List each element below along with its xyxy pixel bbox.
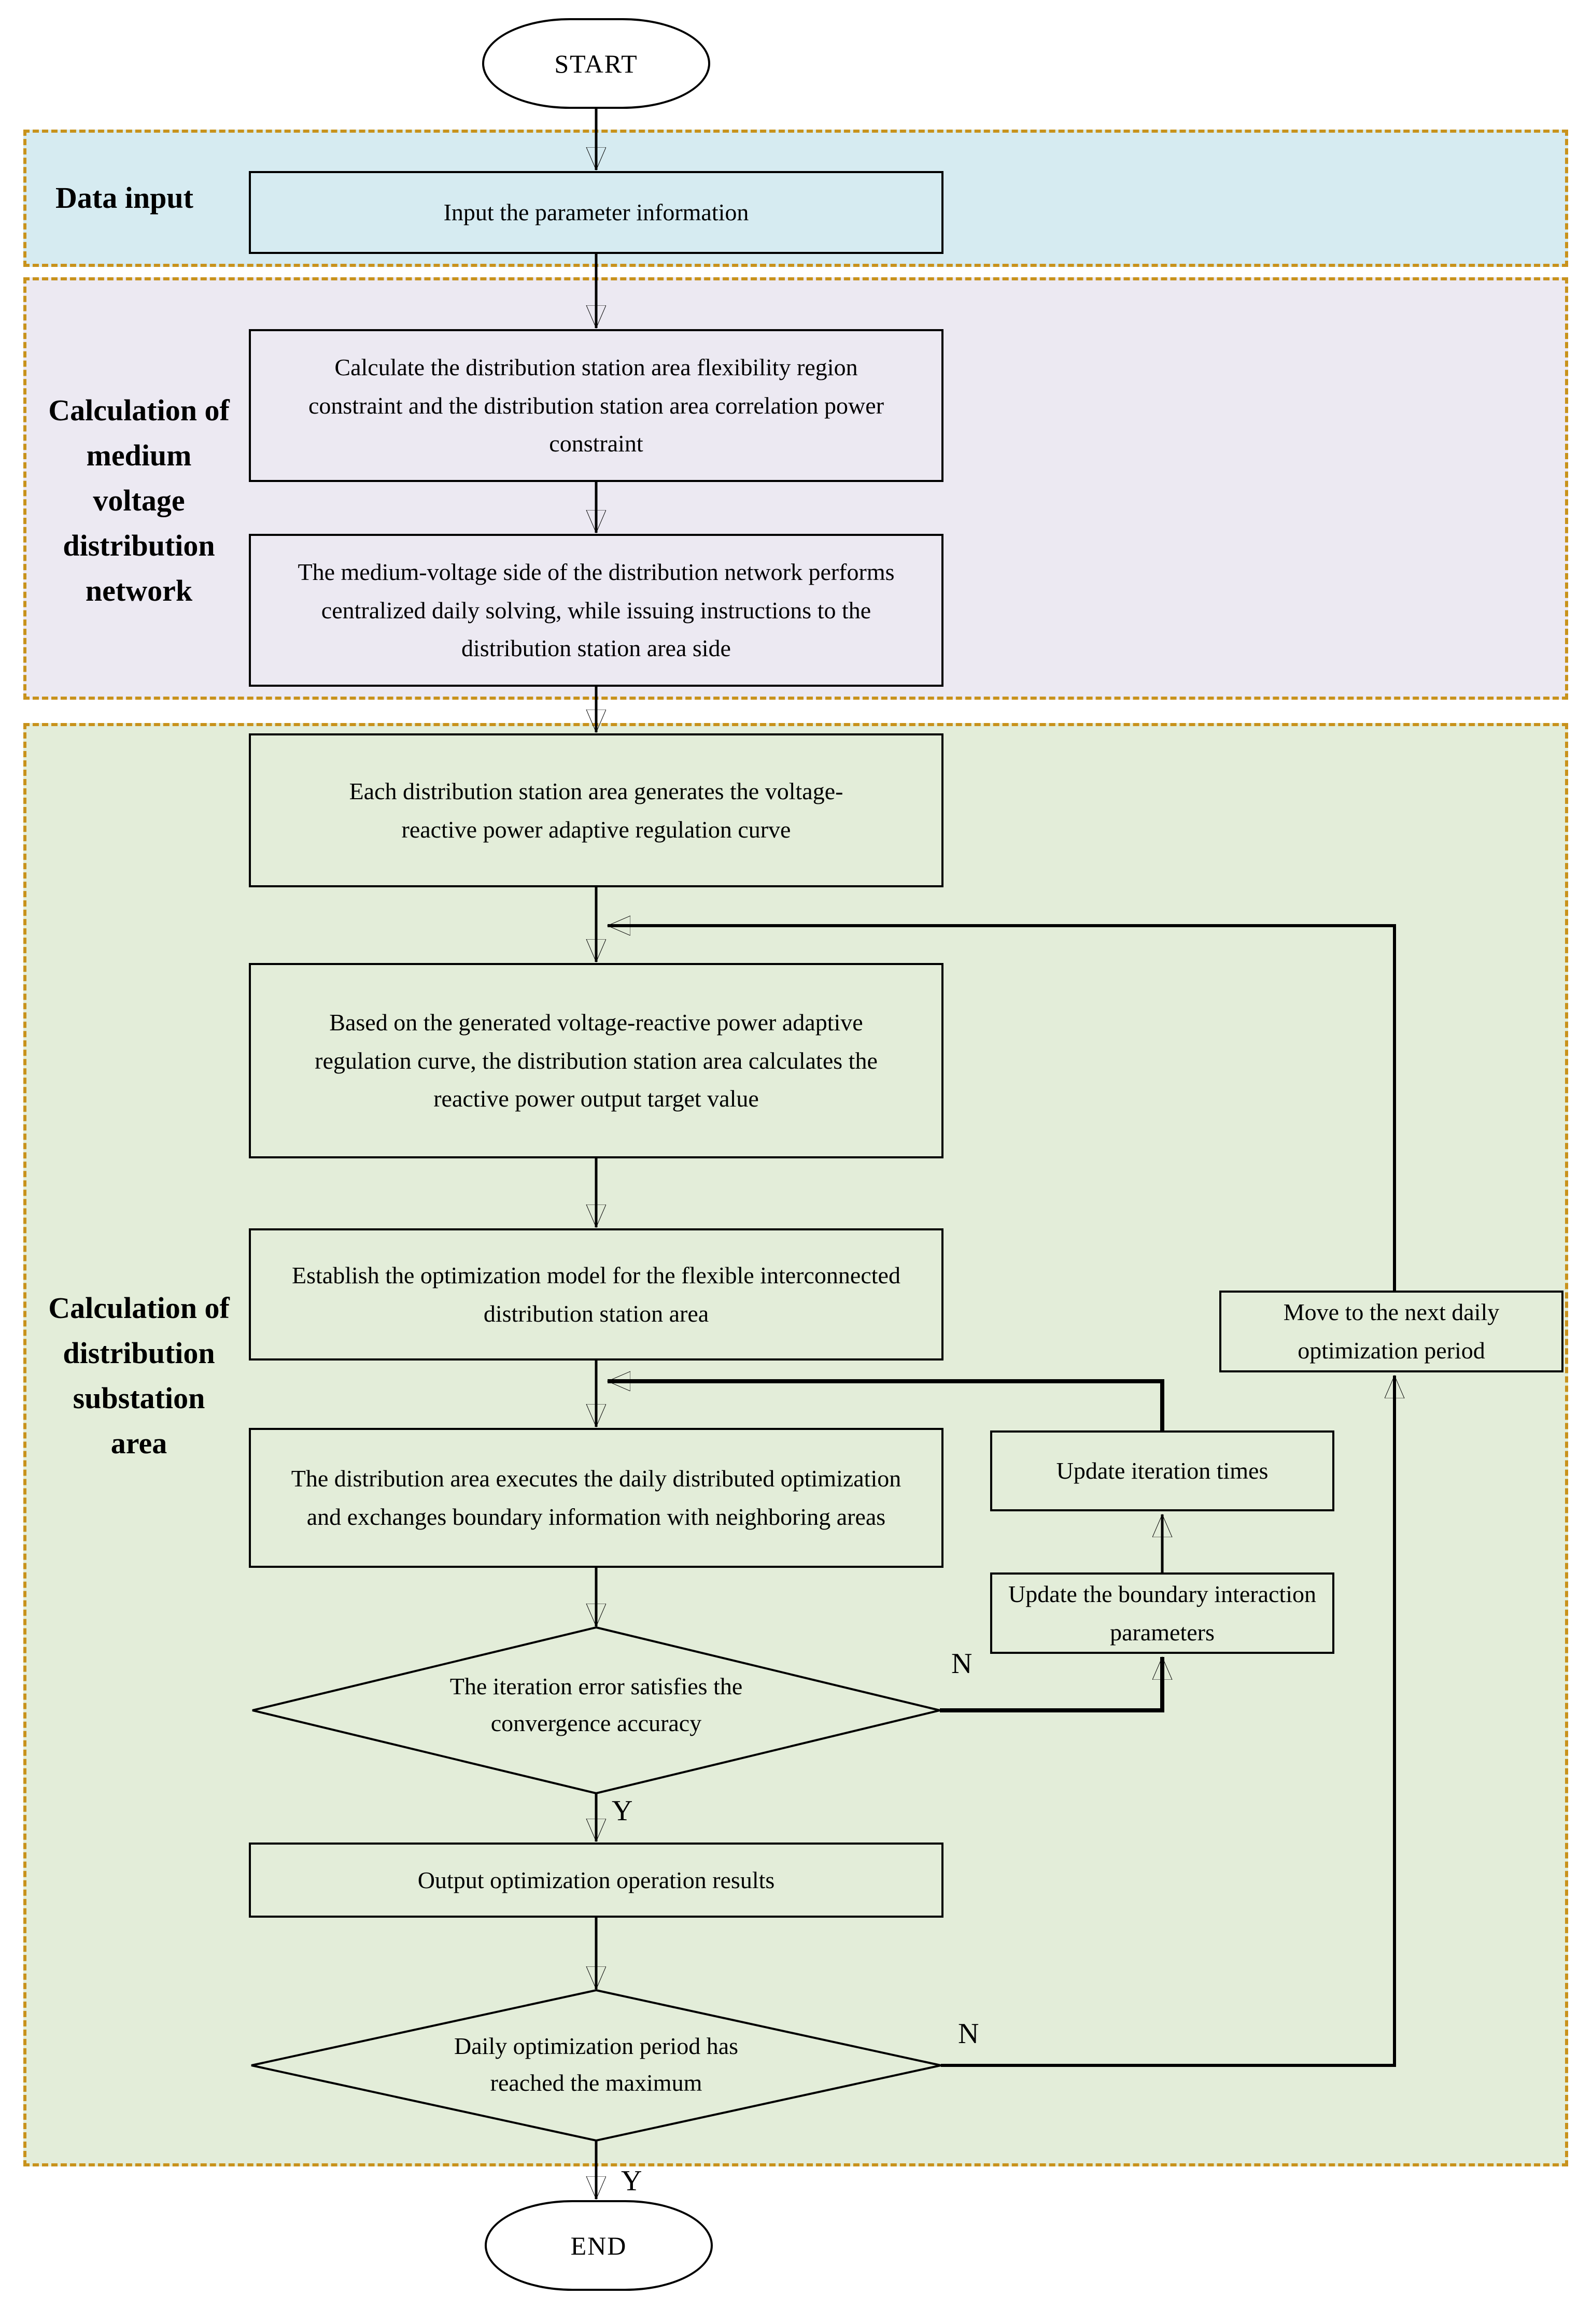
- end-label: END: [570, 2231, 627, 2260]
- start-label: START: [554, 49, 638, 78]
- process-calc-constraints: Calculate the distribution station area …: [249, 329, 943, 482]
- process-next-daily-period: Move to the next daily optimization peri…: [1219, 1291, 1563, 1372]
- branch-label-period-yes: Y: [621, 2165, 642, 2197]
- branch-label-iteration-yes: Y: [612, 1795, 633, 1827]
- process-establish-model: Establish the optimization model for the…: [249, 1228, 943, 1361]
- branch-label-period-no: N: [958, 2018, 979, 2050]
- edge-periodcheck-no-to-nextperiod: [941, 1376, 1394, 2067]
- phase-label-mv-network: Calculation of medium voltage distributi…: [48, 393, 230, 607]
- period-check-diamond: [251, 1989, 941, 2142]
- process-calc-reactive-target: Based on the generated voltage-reactive …: [249, 963, 943, 1158]
- edge-check-no-to-boundary: [940, 1657, 1162, 1712]
- process-update-iteration-times: Update iteration times: [990, 1430, 1334, 1511]
- phase-label-data-input: Data input: [55, 181, 193, 215]
- phase-label-substation-area: Calculation of distribution substation a…: [48, 1291, 230, 1460]
- section-mv-network: [23, 277, 1568, 700]
- decision-iteration-error-text: The iteration error satisfies the conver…: [449, 1673, 743, 1737]
- process-input-parameters: Input the parameter information: [249, 171, 943, 254]
- process-output-results: Output optimization operation results: [249, 1843, 943, 1918]
- iteration-check-diamond: [252, 1626, 940, 1795]
- section-data-input: [23, 130, 1568, 267]
- process-update-boundary-parameters: Update the boundary interaction paramete…: [990, 1572, 1334, 1654]
- end-terminator: END: [485, 2200, 713, 2291]
- edge-iteration-feedback: [608, 1381, 1164, 1430]
- process-daily-distributed-optimization: The distribution area executes the daily…: [249, 1428, 943, 1568]
- edge-nextperiod-feedback: [608, 926, 1396, 1291]
- branch-label-iteration-no: N: [951, 1648, 973, 1680]
- decision-period-maximum-text: Daily optimization period has reached th…: [454, 2033, 739, 2096]
- process-mv-centralized-solve: The medium-voltage side of the distribut…: [249, 534, 943, 687]
- process-generate-curve: Each distribution station area generates…: [249, 733, 943, 887]
- start-terminator: START: [482, 18, 710, 109]
